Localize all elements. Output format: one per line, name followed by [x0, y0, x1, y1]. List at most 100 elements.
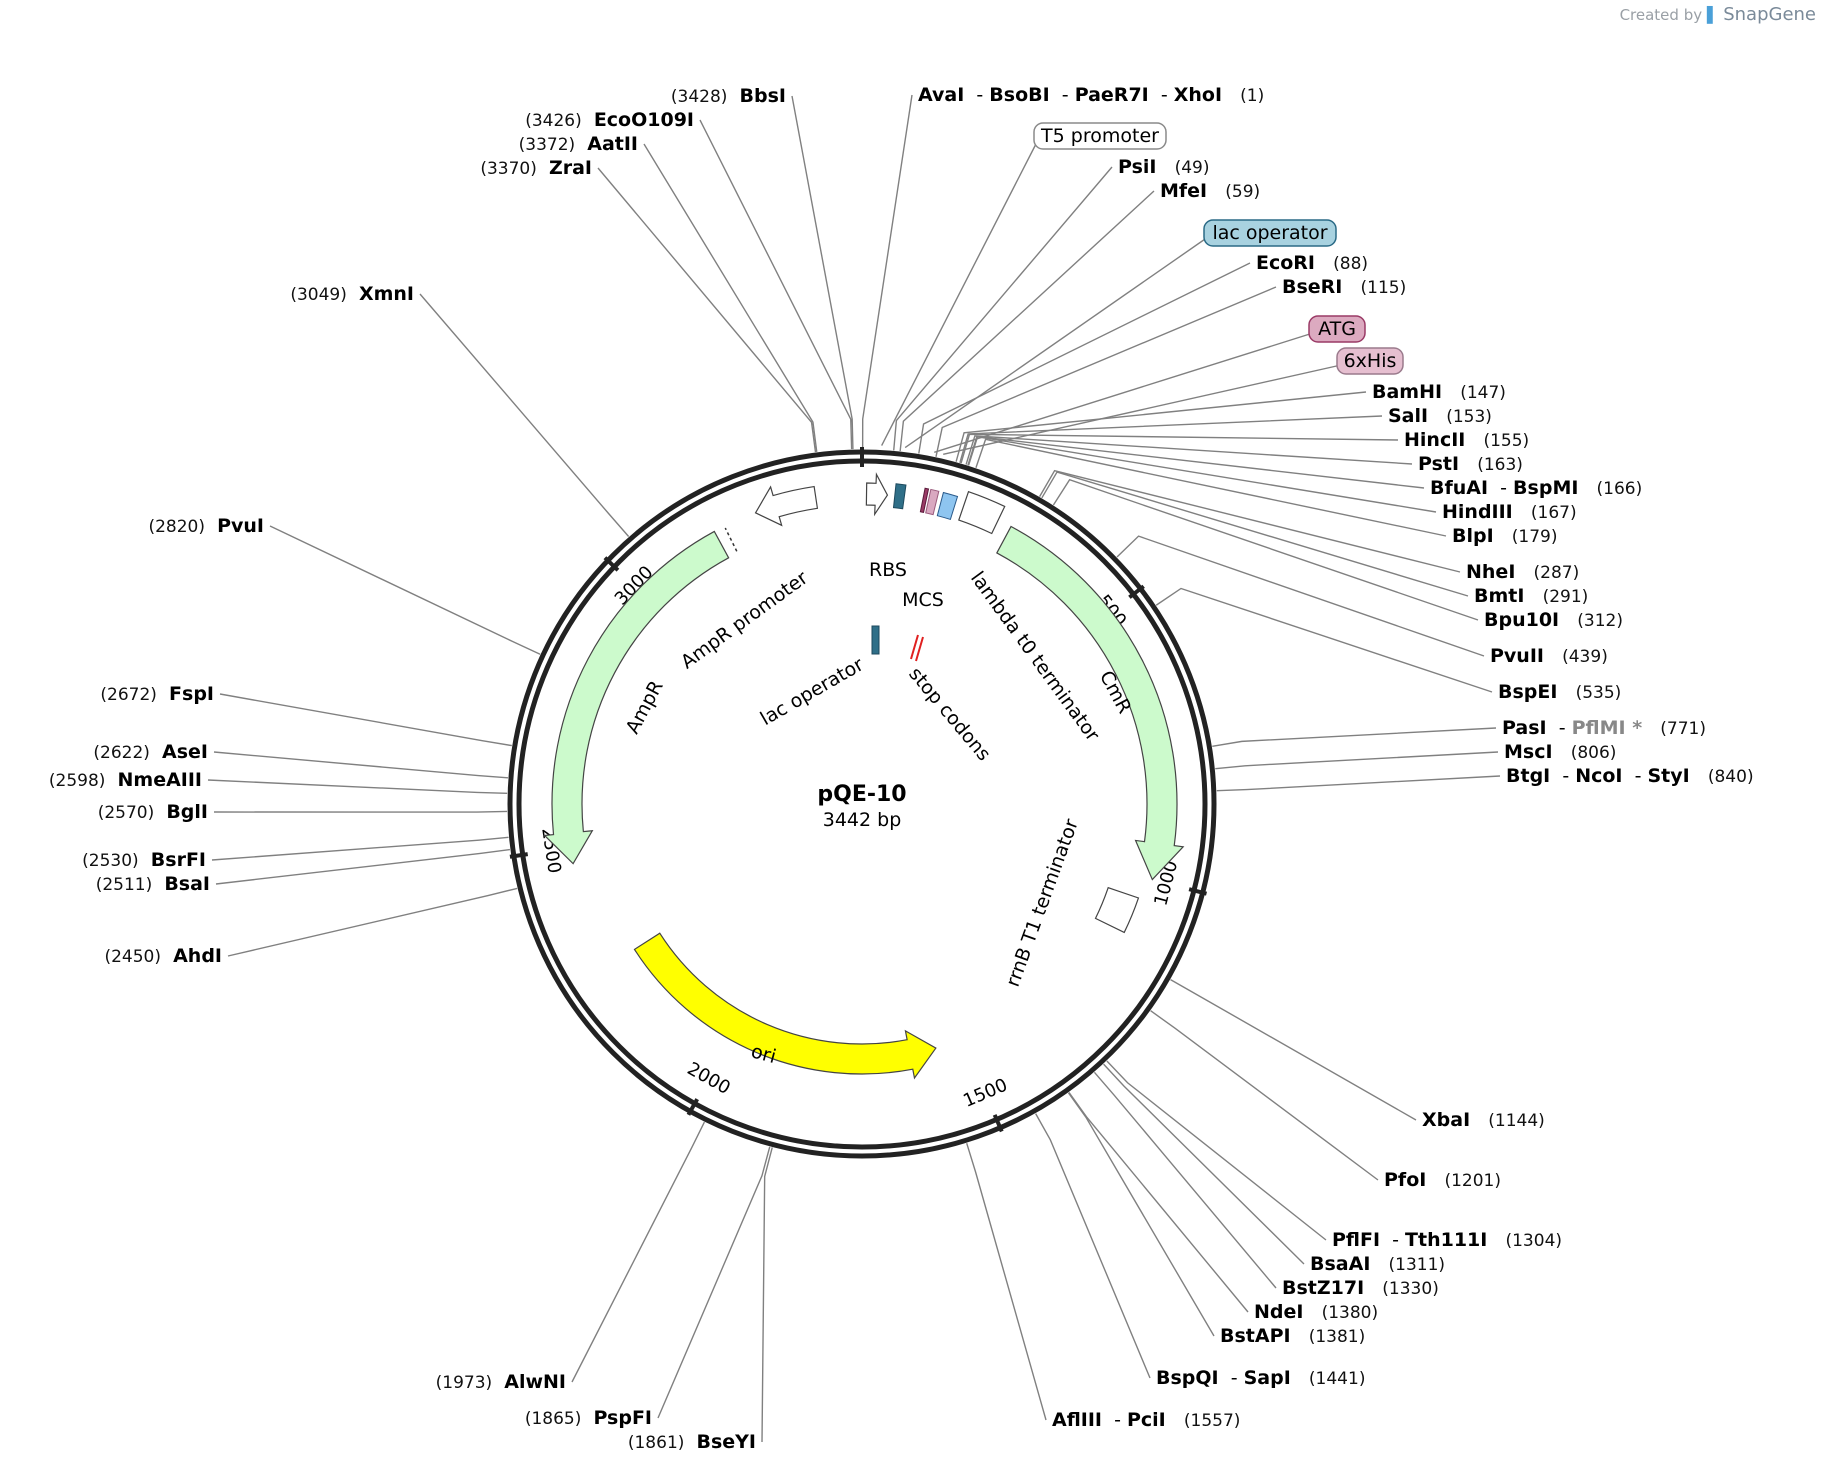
- restriction-site[interactable]: (2622) AseI: [93, 741, 208, 763]
- site-position: (1441): [1309, 1369, 1366, 1389]
- site-separator: [1442, 381, 1460, 403]
- restriction-site[interactable]: (2672) FspI: [100, 683, 214, 705]
- restriction-site[interactable]: BsaAI (1311): [1310, 1253, 1445, 1275]
- enzyme-name: BspMI: [1513, 477, 1578, 499]
- site-separator: -: [1219, 1367, 1244, 1389]
- his-tag-tag: 6xHis: [1344, 350, 1397, 372]
- enzyme-name: NheI: [1466, 561, 1515, 583]
- restriction-site[interactable]: PsiI (49): [1118, 156, 1210, 178]
- enzyme-name: PciI: [1127, 1409, 1166, 1431]
- restriction-site[interactable]: (1865) PspFI: [525, 1407, 652, 1429]
- site-label: (3426) EcoO109I: [525, 109, 694, 131]
- enzyme-name: NdeI: [1254, 1301, 1303, 1323]
- restriction-site[interactable]: (1973) AlwNI: [436, 1371, 566, 1393]
- enzyme-name: StyI: [1648, 765, 1690, 787]
- restriction-site[interactable]: BstAPI (1381): [1220, 1325, 1365, 1347]
- restriction-site[interactable]: (2598) NmeAIII: [49, 769, 202, 791]
- restriction-site[interactable]: BspEI (535): [1498, 681, 1621, 703]
- site-position: (771): [1660, 719, 1706, 739]
- site-separator: [492, 1371, 504, 1393]
- restriction-site[interactable]: PvuII (439): [1490, 645, 1608, 667]
- site-separator: [150, 741, 162, 763]
- restriction-site[interactable]: BstZ17I (1330): [1282, 1277, 1439, 1299]
- site-leader-line: [597, 167, 817, 453]
- restriction-site[interactable]: BspQI - SapI (1441): [1156, 1367, 1365, 1389]
- site-label: PfoI (1201): [1384, 1169, 1501, 1191]
- lambda-terminator-box: [958, 490, 1006, 535]
- site-leader-line: [1068, 1092, 1249, 1313]
- restriction-site[interactable]: AvaI - BsoBI - PaeR7I - XhoI (1): [918, 84, 1264, 106]
- restriction-site[interactable]: AflIII - PciI (1557): [1052, 1409, 1240, 1431]
- restriction-site[interactable]: (2820) PvuI: [148, 515, 264, 537]
- enzyme-name: XmnI: [359, 283, 414, 305]
- site-label: BsaAI (1311): [1310, 1253, 1445, 1275]
- site-leader-line: [1116, 535, 1485, 657]
- restriction-site[interactable]: HincII (155): [1404, 429, 1529, 451]
- restriction-site[interactable]: (3370) ZraI: [480, 157, 592, 179]
- site-leader-line: [1216, 775, 1501, 792]
- restriction-site[interactable]: (2570) BglI: [98, 801, 208, 823]
- restriction-site[interactable]: BtgI - NcoI - StyI (840): [1506, 765, 1754, 787]
- his-tag-tag-box: [1336, 347, 1404, 375]
- site-position: (291): [1543, 587, 1589, 607]
- restriction-site[interactable]: XbaI (1144): [1422, 1109, 1545, 1131]
- restriction-site[interactable]: BamHI (147): [1372, 381, 1506, 403]
- ampr-promoter-arrow: [754, 485, 819, 527]
- site-separator: [1166, 1409, 1184, 1431]
- restriction-site[interactable]: EcoRI (88): [1256, 252, 1368, 274]
- site-position: (1311): [1389, 1255, 1446, 1275]
- site-label: (2570) BglI: [98, 801, 208, 823]
- restriction-site[interactable]: (3426) EcoO109I: [525, 109, 694, 131]
- site-position: (1861): [628, 1433, 685, 1453]
- site-leader-line: [1103, 1063, 1305, 1265]
- site-label: BspQI - SapI (1441): [1156, 1367, 1365, 1389]
- restriction-site[interactable]: MscI (806): [1504, 741, 1616, 763]
- restriction-site[interactable]: PfoI (1201): [1384, 1169, 1501, 1191]
- lac-operator-tag-box: [1203, 219, 1337, 247]
- restriction-site[interactable]: NdeI (1380): [1254, 1301, 1378, 1323]
- restriction-site[interactable]: Bpu10I (312): [1484, 609, 1623, 631]
- restriction-site[interactable]: (3049) XmnI: [290, 283, 414, 305]
- restriction-site[interactable]: (3428) BbsI: [671, 85, 786, 107]
- site-position: (3372): [519, 135, 576, 155]
- feature-leader-line: [881, 139, 1039, 446]
- site-position: (1557): [1184, 1411, 1241, 1431]
- site-separator: [1470, 1109, 1488, 1131]
- restriction-site[interactable]: (1861) BseYI: [628, 1431, 756, 1453]
- ampr-promoter-label: AmpR promoter: [677, 567, 812, 674]
- restriction-site[interactable]: PflFI - Tth111I (1304): [1332, 1229, 1562, 1251]
- restriction-site[interactable]: BmtI (291): [1474, 585, 1588, 607]
- site-position: (2622): [93, 743, 150, 763]
- enzyme-name: BsrFI: [151, 849, 206, 871]
- site-separator: -: [1623, 765, 1648, 787]
- site-leader-line: [643, 143, 818, 452]
- restriction-site[interactable]: (3372) AatII: [519, 133, 638, 155]
- lac-operator-box: [892, 483, 907, 510]
- site-position: (2530): [82, 851, 139, 871]
- site-separator: [684, 1431, 696, 1453]
- restriction-site[interactable]: (2530) BsrFI: [82, 849, 206, 871]
- site-separator: -: [1050, 84, 1075, 106]
- site-position: (115): [1361, 278, 1407, 298]
- restriction-site[interactable]: BlpI (179): [1452, 525, 1558, 547]
- restriction-site[interactable]: BseRI (115): [1282, 276, 1406, 298]
- restriction-site[interactable]: NheI (287): [1466, 561, 1579, 583]
- restriction-site[interactable]: (2450) AhdI: [104, 945, 222, 967]
- site-separator: -: [1488, 477, 1513, 499]
- site-separator: [157, 683, 169, 705]
- enzyme-name: MfeI: [1160, 180, 1207, 202]
- restriction-site[interactable]: HindIII (167): [1442, 501, 1577, 523]
- site-position: (287): [1534, 563, 1580, 583]
- restriction-site[interactable]: PstI (163): [1418, 453, 1523, 475]
- site-leader-line: [975, 438, 1447, 537]
- restriction-site[interactable]: (2511) BsaI: [96, 873, 210, 895]
- site-position: (1865): [525, 1409, 582, 1429]
- restriction-site[interactable]: PasI - PflMI * (771): [1502, 717, 1706, 739]
- site-separator: [1524, 585, 1542, 607]
- site-label: (1973) AlwNI: [436, 1371, 566, 1393]
- site-separator: [1303, 1301, 1321, 1323]
- site-label: MscI (806): [1504, 741, 1616, 763]
- restriction-site[interactable]: MfeI (59): [1160, 180, 1260, 202]
- restriction-site[interactable]: SalI (153): [1388, 405, 1492, 427]
- restriction-site[interactable]: BfuAI - BspMI (166): [1430, 477, 1642, 499]
